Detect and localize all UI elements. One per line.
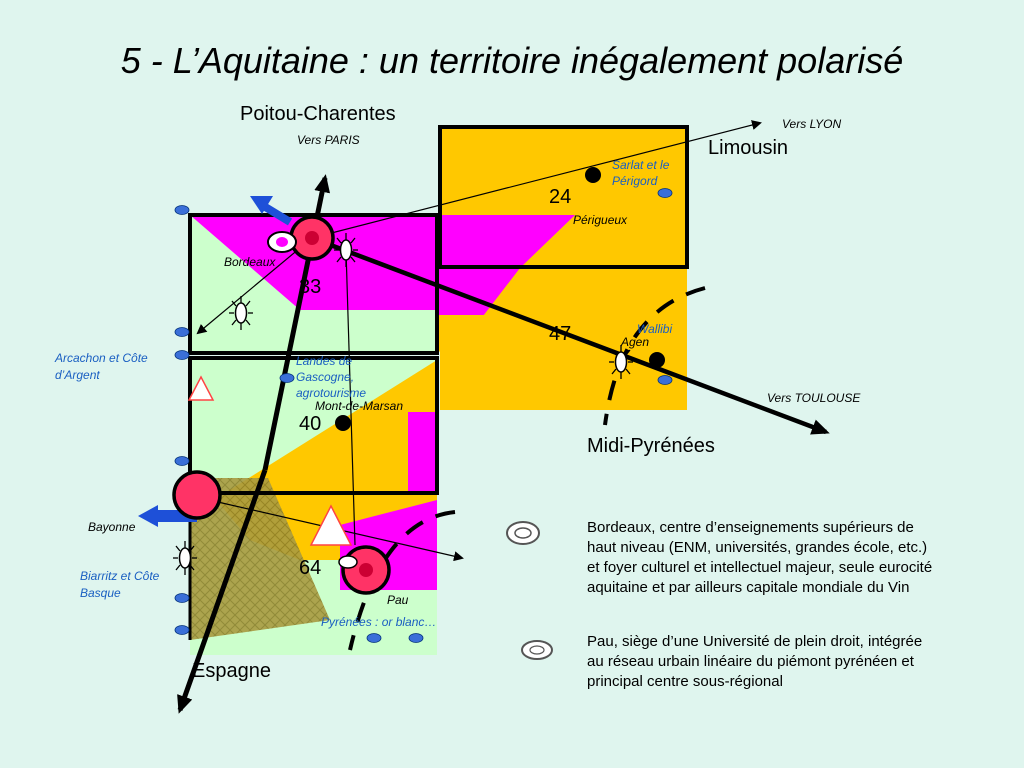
- blue-arrow-head-bayonne: [138, 505, 158, 527]
- line-pau-bordeaux: [340, 241, 356, 546]
- legend-pau-text: Pau, siège d’une Université de plein dro…: [587, 633, 923, 690]
- region-poitou-charentes: Poitou-Charentes: [240, 103, 396, 125]
- place-biarritz: Biarritz et Côte Basque: [80, 569, 160, 600]
- triangle-icon: [187, 375, 215, 401]
- region-limousin: Limousin: [708, 137, 789, 159]
- bordeaux-university-icon-core: [276, 237, 288, 247]
- blue-marker-icon: [174, 350, 190, 360]
- blue-marker-icon: [279, 373, 295, 383]
- line-arcachon: [196, 237, 313, 335]
- sarlat-dot: [585, 167, 601, 183]
- place-arcachon: Arcachon et Côte d’Argent: [55, 351, 148, 382]
- mont-de-marsan-dot: [335, 415, 351, 431]
- blue-marker-icon: [366, 633, 382, 643]
- city-bordeaux: Bordeaux: [224, 255, 276, 269]
- blue-marker-icon: [174, 205, 190, 215]
- landes-magenta-strip: [408, 412, 437, 493]
- pau-pole-core: [359, 563, 373, 577]
- dept-47-area: [440, 267, 687, 410]
- direction-paris: Vers PARIS: [297, 133, 360, 147]
- blue-arrow-head-bordeaux: [250, 196, 273, 214]
- orange-wedge-33: [437, 315, 500, 353]
- axis-toulouse: [311, 235, 830, 435]
- pau-university-icon: [338, 555, 358, 569]
- basque-hatched-zone: [190, 478, 330, 640]
- blue-marker-icon: [174, 327, 190, 337]
- blue-marker-icon: [657, 188, 673, 198]
- dept-40-label: 40: [299, 413, 322, 435]
- blue-arrow-shaft-bordeaux: [259, 201, 293, 226]
- dept-24-label: 24: [549, 186, 572, 208]
- gironde-magenta-zone: [190, 215, 437, 310]
- legend-bordeaux-text: Bordeaux, centre d’enseignements supérie…: [587, 519, 933, 596]
- tourism-sun-icon: [608, 344, 634, 380]
- midi-dashed-boundary: [603, 286, 706, 426]
- tourism-sun-icon: [228, 295, 254, 331]
- dept-40-border: [188, 356, 439, 495]
- dept-47-label: 47: [549, 323, 572, 345]
- city-agen: Agen: [621, 335, 650, 349]
- landes-orange-zone: [225, 360, 437, 493]
- tourism-sun-icon: [333, 232, 359, 268]
- dept-33-label: 33: [299, 276, 322, 298]
- dept-64-label: 64: [299, 557, 322, 579]
- mountain-icon: [309, 504, 353, 546]
- line-lyon: [311, 120, 762, 239]
- bordeaux-pole-core: [305, 231, 319, 245]
- place-landes: Landes de Gascogne, agrotourisme: [296, 354, 367, 400]
- city-mont-de-marsan: Mont-de-Marsan: [315, 399, 404, 413]
- magenta-wedge: [437, 268, 520, 320]
- legend-bordeaux-icon-inner: [514, 527, 532, 539]
- bayonne-pole: [172, 470, 222, 520]
- place-wallibi: Wallibi: [637, 322, 673, 336]
- blue-marker-icon: [174, 593, 190, 603]
- blue-marker-icon: [657, 375, 673, 385]
- place-pyrenees: Pyrénées : or blanc…: [321, 615, 437, 629]
- region-midi-pyrenees: Midi-Pyrénées: [587, 435, 715, 457]
- city-bayonne: Bayonne: [88, 520, 136, 534]
- direction-lyon: Vers LYON: [782, 117, 842, 131]
- blue-marker-icon: [174, 625, 190, 635]
- blue-marker-icon: [408, 633, 424, 643]
- page-title: 5 - L’Aquitaine : un territoire inégalem…: [120, 40, 904, 81]
- pyrenees-dashed-boundary: [348, 510, 456, 651]
- city-pau: Pau: [387, 593, 409, 607]
- city-perigueux: Périgueux: [573, 213, 628, 227]
- blue-markers: [174, 188, 673, 643]
- blue-marker-icon: [174, 456, 190, 466]
- region-espagne: Espagne: [192, 660, 271, 682]
- legend-pau-icon-inner: [529, 645, 545, 655]
- agen-dot: [649, 352, 665, 368]
- place-sarlat: Sarlat et le Périgord: [612, 158, 670, 188]
- gironde-east-magenta: [437, 215, 575, 268]
- direction-toulouse: Vers TOULOUSE: [767, 391, 861, 405]
